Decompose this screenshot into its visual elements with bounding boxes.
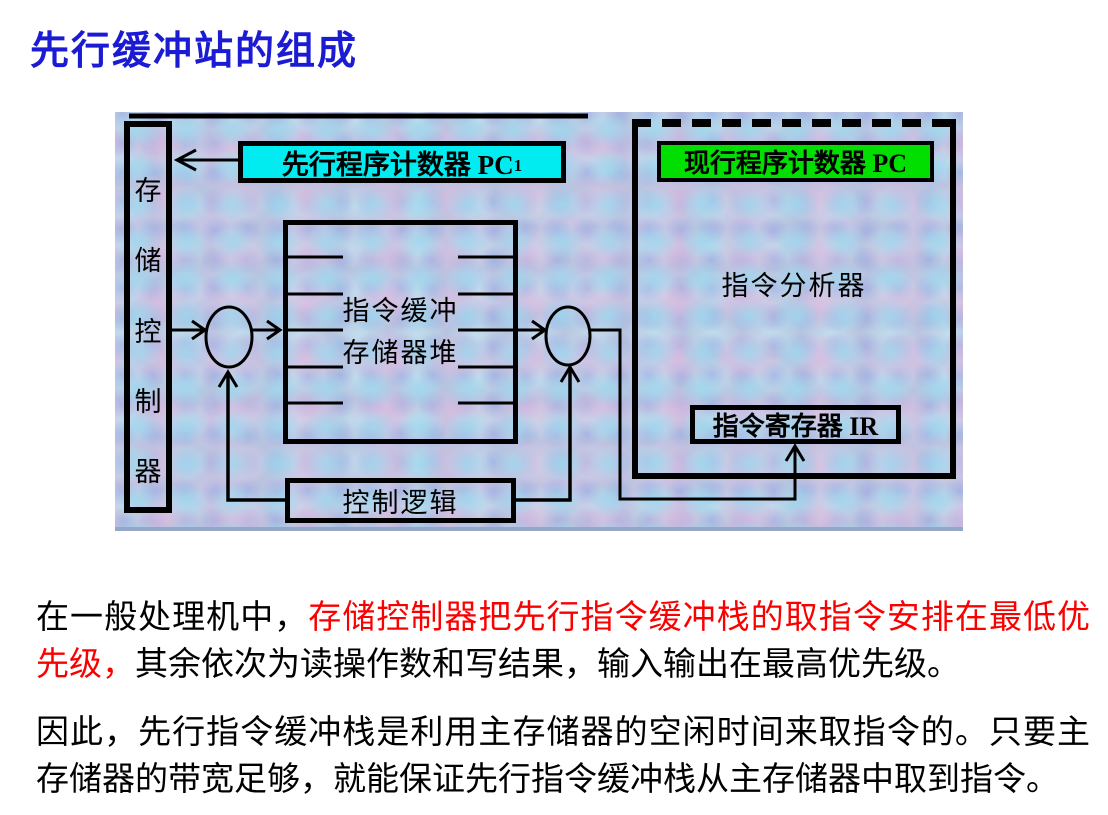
current-pc-label: 现行程序计数器 PC bbox=[683, 149, 908, 178]
storage-controller-char: 存 bbox=[134, 176, 162, 206]
p1-black-lead: 在一般处理机中， bbox=[36, 598, 309, 635]
instruction-register-label: 指令寄存器 IR bbox=[712, 412, 879, 441]
lookahead-pc-subscript: 1 bbox=[513, 156, 523, 175]
arrowhead-up-right-merge bbox=[559, 364, 581, 383]
arrowhead-into-left-merge bbox=[191, 319, 208, 341]
instruction-analyzer-box bbox=[632, 119, 956, 479]
paragraph-conclusion: 因此，先行指令缓冲栈是利用主存储器的空闲时间来取指令的。只要主存储器的带宽足够，… bbox=[36, 713, 1090, 797]
arrowhead-left-into-storage bbox=[173, 148, 197, 172]
buffer-label-line1: 指令缓冲 bbox=[342, 296, 459, 326]
storage-controller-box: 存 储 控 制 器 bbox=[124, 121, 172, 513]
slide-body-text: 在一般处理机中，存储控制器把先行指令缓冲栈的取指令安排在最低优先级，其余依次为读… bbox=[36, 593, 1090, 802]
storage-controller-char: 控 bbox=[134, 316, 162, 347]
diagram-wiring bbox=[129, 113, 806, 502]
p1-black-tail: 其余依次为读操作数和写结果，输入输出在最高优先级。 bbox=[135, 645, 960, 682]
instruction-register-box: 指令寄存器 IR bbox=[690, 405, 901, 444]
storage-controller-char: 制 bbox=[134, 386, 162, 417]
arrowhead-up-into-ir bbox=[784, 443, 806, 462]
control-logic-label: 控制逻辑 bbox=[342, 488, 459, 518]
storage-controller-char: 储 bbox=[134, 246, 162, 277]
merge-to-ir-line bbox=[590, 328, 797, 501]
current-pc-box: 现行程序计数器 PC bbox=[657, 141, 934, 182]
analyzer-dashed-top-border bbox=[632, 119, 956, 127]
buffer-label-line2: 存储器堆 bbox=[342, 338, 459, 368]
page-title: 先行缓冲站的组成 bbox=[30, 30, 359, 73]
control-logic-box: 控制逻辑 bbox=[285, 478, 516, 523]
right-merge-circle bbox=[544, 305, 592, 367]
control-to-left-merge-line bbox=[226, 374, 285, 502]
paragraph-priority: 在一般处理机中，存储控制器把先行指令缓冲栈的取指令安排在最低优先级，其余依次为读… bbox=[36, 593, 1090, 687]
arrowhead-up-left-merge bbox=[217, 369, 239, 388]
p1-red-highlight: 存储控制器把先行指令缓冲栈的取指令安排在最低优先级， bbox=[36, 598, 1091, 682]
instruction-buffer-box: 指令缓冲 存储器堆 bbox=[283, 220, 518, 444]
buffer-slot-stubs-right bbox=[458, 255, 514, 405]
left-merge-circle bbox=[204, 305, 254, 369]
instruction-analyzer-label: 指令分析器 bbox=[721, 271, 867, 301]
arrowhead-into-buffer bbox=[266, 319, 283, 341]
buffer-slot-stubs-left bbox=[287, 255, 343, 405]
lookahead-pc-label: 先行程序计数器 PC bbox=[281, 149, 514, 180]
control-to-right-merge-line bbox=[516, 368, 572, 502]
arrowhead-into-right-merge bbox=[531, 319, 548, 341]
storage-controller-char: 器 bbox=[134, 457, 162, 487]
